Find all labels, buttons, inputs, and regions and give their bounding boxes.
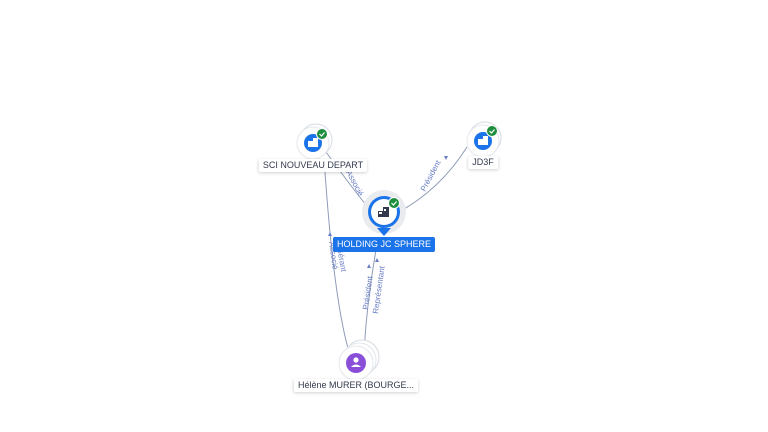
edge-label-person-sci-1: Gérant (335, 247, 348, 273)
node-label-jd3f[interactable]: JD3F (468, 156, 498, 169)
arrow-icon (444, 156, 448, 160)
building-icon (378, 207, 389, 217)
node-label-holding[interactable]: HOLDING JC SPHERE (332, 237, 436, 252)
node-holding-jc-sphere[interactable] (362, 190, 406, 236)
node-jd3f[interactable] (466, 121, 502, 158)
arrow-icon (375, 258, 379, 262)
arrow-icon (328, 232, 332, 236)
verified-check-icon (486, 125, 498, 137)
building-icon (478, 136, 488, 145)
verified-check-icon (316, 128, 328, 140)
edge-label-sci-holding: Associé (344, 169, 365, 198)
node-label-person[interactable]: Hélène MURER (BOURGE... (293, 379, 419, 392)
edge-label-holding-jd3f: Président (419, 158, 443, 193)
node-label-sci[interactable]: SCI NOUVEAU DEPART (258, 159, 368, 172)
arrow-icon (367, 264, 371, 268)
building-icon (308, 138, 318, 147)
node-sci-nouveau-depart[interactable] (296, 123, 333, 160)
edge-label-person-holding-2: Représentant (371, 265, 387, 315)
verified-check-icon (388, 197, 400, 209)
user-icon (351, 357, 361, 367)
edge-person-sci (324, 171, 350, 353)
node-person[interactable] (338, 339, 380, 381)
